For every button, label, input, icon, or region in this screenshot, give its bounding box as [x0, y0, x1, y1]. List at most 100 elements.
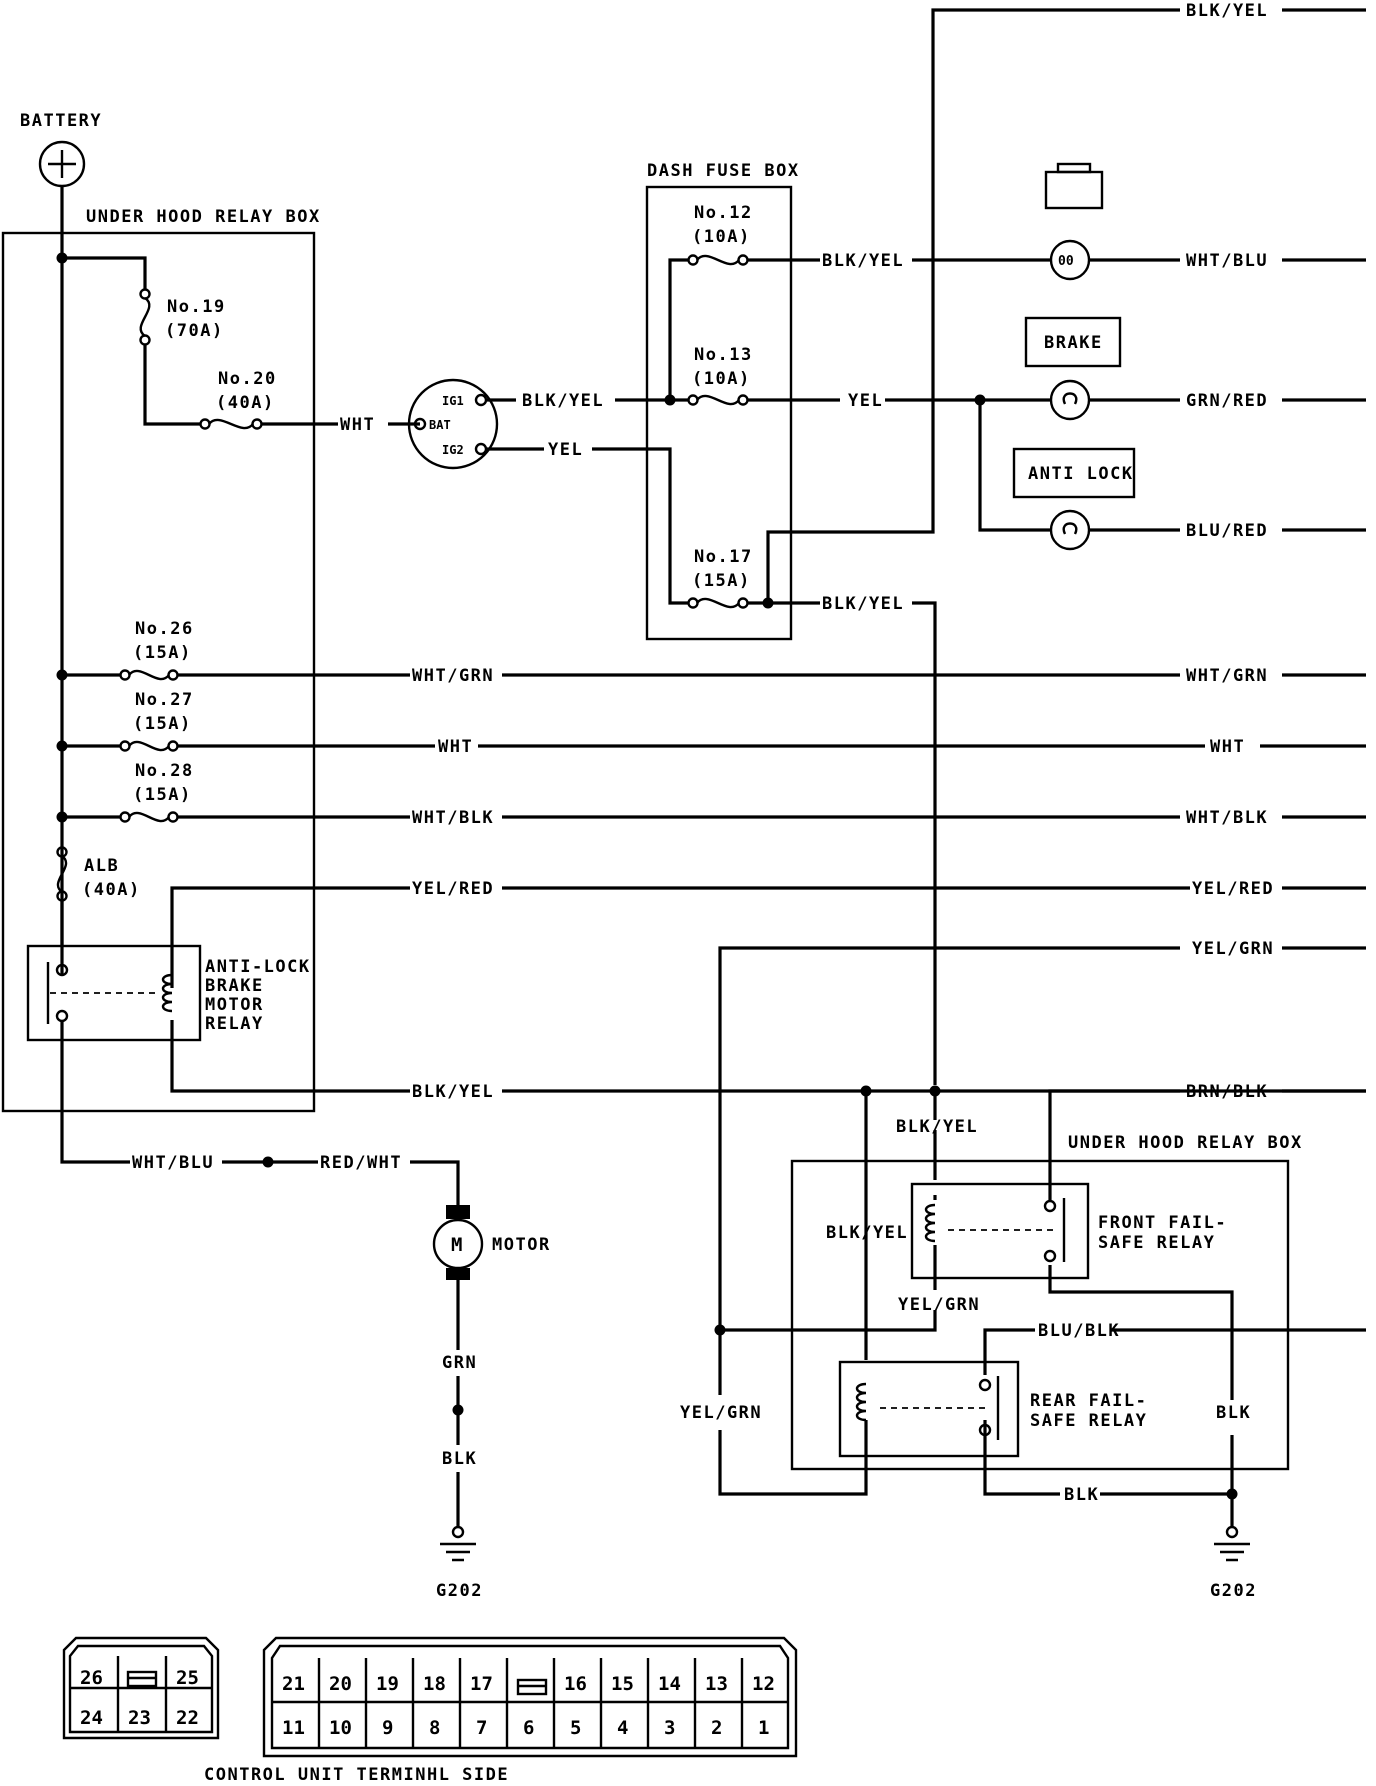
- motor-relay-label-3: MOTOR: [205, 995, 264, 1015]
- wire-label: BLK: [1216, 1403, 1251, 1423]
- underhood-box-right-label: UNDER HOOD RELAY BOX: [1068, 1133, 1303, 1153]
- terminal-14: 14: [658, 1673, 681, 1695]
- wire-label: WHT/BLU: [1186, 251, 1268, 271]
- wire-label: RED/WHT: [320, 1153, 402, 1173]
- fuse-12-rating: (10A): [692, 227, 751, 247]
- motor-relay-label-4: RELAY: [205, 1014, 264, 1034]
- wire-label: BLK: [1064, 1485, 1099, 1505]
- rear-failsafe-relay-box: [838, 1360, 1020, 1458]
- wire-label: WHT/BLU: [132, 1153, 214, 1173]
- ignition-bat: BAT: [429, 418, 451, 432]
- wire-label: BLK/YEL: [896, 1117, 978, 1137]
- ignition-switch: [407, 378, 499, 470]
- fuse-20-name: No.20: [218, 369, 277, 389]
- rear-failsafe-relay-symbol: [855, 1376, 1000, 1440]
- dash-fuse-box-label: DASH FUSE BOX: [647, 161, 800, 181]
- ground-left-label: G202: [436, 1581, 483, 1601]
- fuse-13-rating: (10A): [692, 369, 751, 389]
- terminal-20: 20: [329, 1673, 352, 1695]
- wire-label: BLK/YEL: [1186, 1, 1268, 21]
- terminal-11: 11: [282, 1717, 305, 1739]
- terminal-24: 24: [80, 1707, 103, 1729]
- wire-label: BLU/BLK: [1038, 1321, 1120, 1341]
- junction-dots: [56, 252, 1238, 1500]
- fuse-26-name: No.26: [135, 619, 194, 639]
- wire-label: BLK/YEL: [822, 594, 904, 614]
- motor-relay-symbol: [46, 962, 173, 1024]
- wire-label: WHT: [340, 415, 375, 435]
- label-gaps: [820, 0, 826, 1]
- fuse-12-name: No.12: [694, 203, 753, 223]
- terminal-12: 12: [752, 1673, 775, 1695]
- terminal-4: 4: [617, 1717, 628, 1739]
- wire-label: BLU/RED: [1186, 521, 1268, 541]
- ground-right-label: G202: [1210, 1581, 1257, 1601]
- terminal-8: 8: [429, 1717, 440, 1739]
- terminal-3: 3: [664, 1717, 675, 1739]
- terminal-13: 13: [705, 1673, 728, 1695]
- fuse-19-rating: (70A): [165, 321, 224, 341]
- ground-symbol-right: [1214, 1525, 1250, 1562]
- front-failsafe-relay-symbol: [924, 1198, 1066, 1263]
- wire-label: BRN/BLK: [1186, 1082, 1268, 1102]
- connector-small: [62, 1636, 220, 1740]
- wire-label: YEL: [848, 391, 883, 411]
- connector-large: [262, 1636, 798, 1758]
- terminal-23: 23: [128, 1707, 151, 1729]
- terminal-25: 25: [176, 1667, 199, 1689]
- brake-indicator-box: [1024, 316, 1122, 368]
- wire-label: BLK/YEL: [412, 1082, 494, 1102]
- terminal-2: 2: [711, 1717, 722, 1739]
- terminal-15: 15: [611, 1673, 634, 1695]
- connector-icon: [1044, 162, 1104, 210]
- terminal-22: 22: [176, 1707, 199, 1729]
- fuse-symbols: [56, 254, 749, 902]
- fuse-17-rating: (15A): [692, 571, 751, 591]
- wire-label: YEL/GRN: [680, 1403, 762, 1423]
- motor-relay-label-2: BRAKE: [205, 976, 264, 996]
- wire-label: GRN: [442, 1353, 477, 1373]
- terminal-lock-icon: [126, 1670, 158, 1688]
- fuse-28-rating: (15A): [133, 785, 192, 805]
- terminal-19: 19: [376, 1673, 399, 1695]
- terminal-18: 18: [423, 1673, 446, 1695]
- fuse-27-rating: (15A): [133, 714, 192, 734]
- battery-label: BATTERY: [20, 111, 102, 131]
- connector-large-top-row: 21 20 19 18 17 16 15 14 13 12: [282, 1673, 775, 1695]
- fuse-17-name: No.17: [694, 547, 753, 567]
- fuse-26-rating: (15A): [133, 643, 192, 663]
- terminal-1: 1: [758, 1717, 769, 1739]
- connector-caption: CONTROL UNIT TERMINHL SIDE: [204, 1765, 509, 1785]
- wire-label: WHT: [1210, 737, 1245, 757]
- wire-labels: BLK/YEL WHT BLK/YEL YEL BLK/YEL YEL BLK/…: [132, 0, 1282, 1505]
- wire-label: YEL/RED: [1192, 879, 1274, 899]
- front-failsafe-relay-box: [910, 1182, 1090, 1280]
- wire-label: WHT/BLK: [1186, 808, 1268, 828]
- anti-lock-indicator-label: ANTI LOCK: [1028, 464, 1134, 484]
- brake-indicator-label: BRAKE: [1044, 333, 1103, 353]
- battery-symbol: [38, 140, 86, 188]
- wire-label: WHT/BLK: [412, 808, 494, 828]
- underhood-box-left-label: UNDER HOOD RELAY BOX: [86, 207, 321, 227]
- rear-failsafe-label-2: SAFE RELAY: [1030, 1411, 1147, 1431]
- anti-lock-indicator-box: [1012, 447, 1136, 499]
- wire-label: YEL/GRN: [898, 1295, 980, 1315]
- terminal-10: 10: [329, 1717, 352, 1739]
- underhood-relay-box-left: [1, 231, 316, 1113]
- fuse-20-rating: (40A): [216, 393, 275, 413]
- dash-fuse-box: [645, 185, 793, 641]
- motor-relay-label-1: ANTI-LOCK: [205, 957, 311, 977]
- wire-label: WHT/GRN: [412, 666, 494, 686]
- motor-label: MOTOR: [492, 1235, 551, 1255]
- front-failsafe-label-1: FRONT FAIL-: [1098, 1213, 1227, 1233]
- indicator-00: 00: [1058, 254, 1074, 269]
- terminal-16: 16: [564, 1673, 587, 1695]
- connector-large-bottom-row: 11 10 9 8 7 6 5 4 3 2 1: [282, 1717, 769, 1739]
- terminal-9: 9: [382, 1717, 393, 1739]
- fuse-alb-name: ALB: [84, 856, 119, 876]
- ignition-ig2: IG2: [442, 443, 464, 457]
- terminal-21: 21: [282, 1673, 305, 1695]
- fuse-13-name: No.13: [694, 345, 753, 365]
- wires: [60, 8, 1366, 1528]
